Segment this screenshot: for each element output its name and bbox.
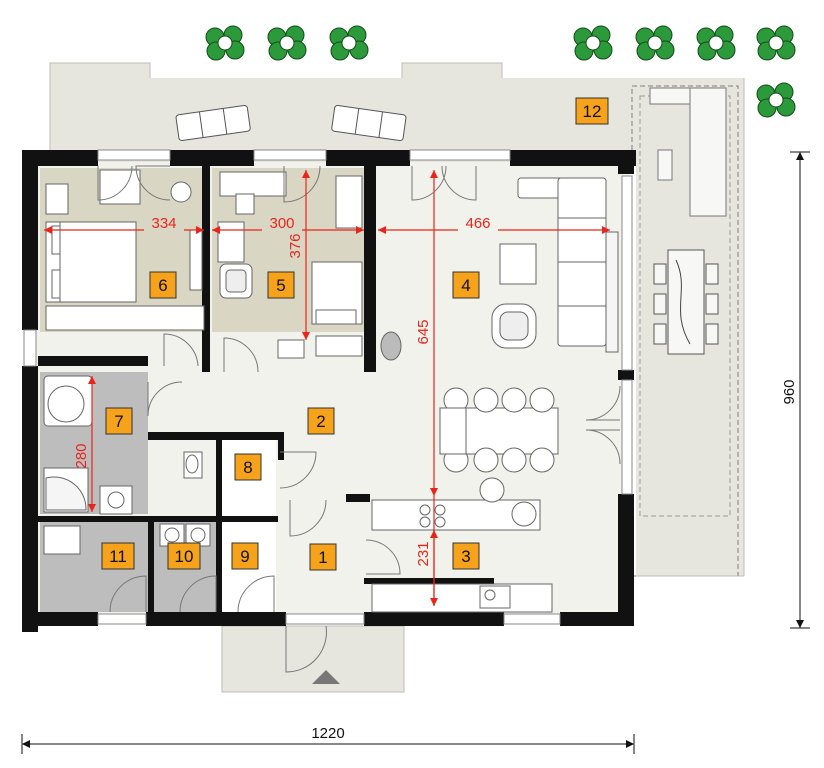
room-number: 7 — [114, 412, 123, 431]
bedroom-furniture — [45, 169, 205, 331]
dimension-label-room6-width: 334 — [151, 215, 176, 232]
room-number: 6 — [158, 276, 167, 295]
room-number: 9 — [240, 547, 249, 566]
dimension-label-overall-depth: 960 — [781, 379, 798, 404]
kitchen — [371, 477, 553, 613]
room-number: 1 — [318, 548, 327, 567]
tree-icon — [205, 25, 245, 61]
windows — [23, 149, 633, 625]
dimension-label-room7-depth: 280 — [73, 443, 90, 468]
dim-bg — [144, 213, 184, 231]
room-labels: 1 2 3 4 5 6 7 8 9 10 11 12 — [101, 97, 609, 571]
living-furniture — [380, 177, 619, 361]
dim-bg — [262, 213, 302, 231]
tree-icon — [696, 25, 736, 61]
overall-dimension-arrows — [22, 152, 804, 748]
room-number: 5 — [276, 276, 285, 295]
room-number: 2 — [316, 412, 325, 431]
room-label-9: 9 — [231, 542, 259, 570]
room-number: 10 — [175, 547, 194, 566]
dimension-label-room4-width: 466 — [465, 215, 490, 232]
entrance-porch — [221, 625, 405, 693]
outdoor-dining-table — [653, 249, 719, 355]
dimension-arrows — [44, 170, 610, 606]
dimension-label-room4-depth: 645 — [415, 319, 432, 344]
room-label-6: 6 — [149, 271, 177, 299]
overall-dimension-lines — [21, 151, 810, 754]
doors — [97, 165, 621, 673]
room-number: 3 — [461, 547, 470, 566]
room-label-10: 10 — [167, 542, 201, 570]
walls — [22, 150, 636, 632]
tree-icons — [205, 25, 796, 118]
dimension-label-overall-width: 1220 — [311, 725, 344, 742]
room-label-12: 12 — [575, 97, 609, 125]
room-number: 11 — [109, 547, 127, 566]
lounge-chairs — [175, 104, 407, 141]
bedroom-5-furniture — [217, 171, 363, 359]
room-label-5: 5 — [267, 271, 295, 299]
room-label-3: 3 — [452, 542, 480, 570]
room-number: 12 — [583, 102, 602, 121]
room-label-4: 4 — [452, 271, 480, 299]
dining-set — [439, 387, 559, 473]
dimension-label-room5-depth: 376 — [287, 233, 304, 258]
tree-icon — [329, 25, 369, 61]
tree-icon — [756, 25, 796, 61]
room-label-11: 11 — [101, 542, 135, 570]
dim-bg — [458, 213, 498, 231]
outdoor-sofa — [649, 87, 727, 217]
tree-icon — [573, 25, 613, 61]
bathroom-fixtures — [43, 375, 203, 515]
dimension-label-room5-width: 300 — [269, 215, 294, 232]
tree-icon — [756, 82, 796, 118]
tree-icon — [267, 25, 307, 61]
room-number: 4 — [461, 276, 470, 295]
tree-icon — [635, 25, 675, 61]
room-label-7: 7 — [105, 407, 133, 435]
dimension-label-room3-depth: 231 — [415, 541, 432, 566]
room-label-8: 8 — [234, 453, 262, 481]
room-number: 8 — [243, 458, 252, 477]
room-label-1: 1 — [309, 543, 337, 571]
room-label-2: 2 — [307, 407, 335, 435]
